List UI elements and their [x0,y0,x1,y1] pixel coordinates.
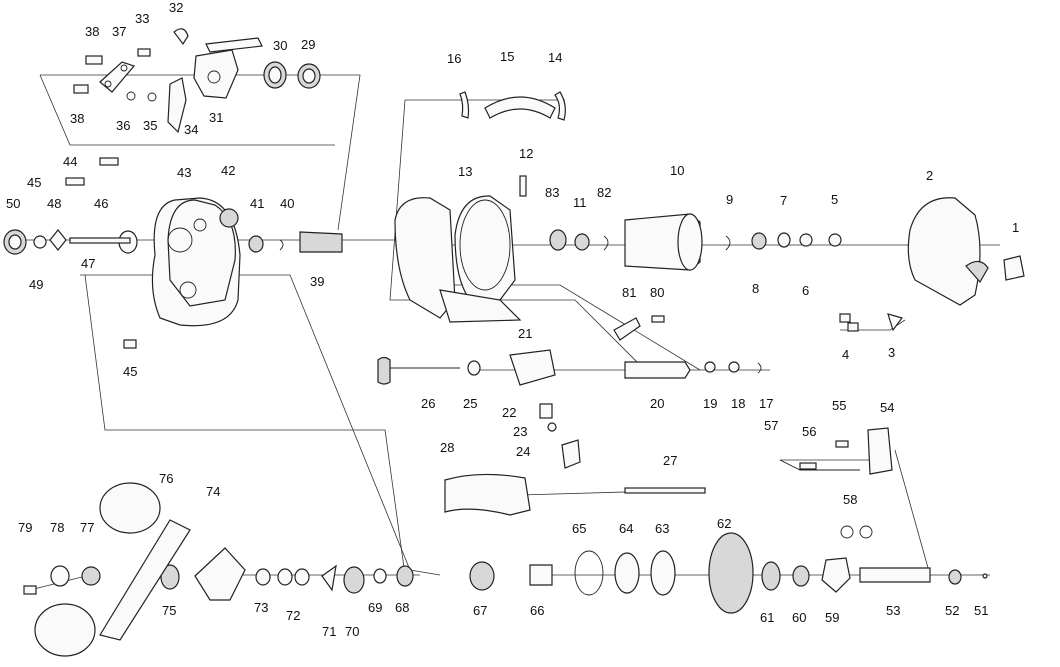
label-82: 82 [597,185,611,200]
label-55: 55 [832,398,846,413]
label-33: 33 [135,11,149,26]
label-79: 79 [18,520,32,535]
label-22: 22 [502,405,516,420]
label-20: 20 [650,396,664,411]
label-11: 11 [573,195,587,210]
label-74: 74 [206,484,220,499]
label-4: 4 [842,347,849,362]
frame-parts [394,91,566,323]
brake-assembly-parts [73,28,321,134]
label-17: 17 [759,396,773,411]
label-19: 19 [703,396,717,411]
label-1: 1 [1012,220,1019,235]
label-78: 78 [50,520,64,535]
label-29: 29 [301,37,315,52]
label-61: 61 [760,610,774,625]
label-51: 51 [974,603,988,618]
label-56: 56 [802,424,816,439]
label-77: 77 [80,520,94,535]
label-23: 23 [513,424,527,439]
label-44: 44 [63,154,77,169]
label-45b: 45 [123,364,137,379]
label-68: 68 [395,600,409,615]
part-labels: 1 2 3 4 5 6 7 8 9 10 11 12 13 14 15 16 1… [6,0,1019,639]
drive-parts [469,427,988,614]
spool-parts [519,175,1025,341]
label-83: 83 [545,185,559,200]
label-9: 9 [726,192,733,207]
label-27: 27 [663,453,677,468]
label-45: 45 [27,175,41,190]
label-38b: 38 [70,111,84,126]
label-34: 34 [184,122,198,137]
label-67: 67 [473,603,487,618]
label-69: 69 [368,600,382,615]
label-81: 81 [622,285,636,300]
label-10: 10 [670,163,684,178]
label-49: 49 [29,277,43,292]
label-28: 28 [440,440,454,455]
label-7: 7 [780,193,787,208]
label-31: 31 [209,110,223,125]
label-16: 16 [447,51,461,66]
label-38: 38 [85,24,99,39]
label-35: 35 [143,118,157,133]
label-48: 48 [47,196,61,211]
label-24: 24 [516,444,530,459]
label-59: 59 [825,610,839,625]
label-75: 75 [162,603,176,618]
label-30: 30 [273,38,287,53]
label-3: 3 [888,345,895,360]
label-63: 63 [655,521,669,536]
label-43: 43 [177,165,191,180]
label-18: 18 [731,396,745,411]
label-36: 36 [116,118,130,133]
label-39: 39 [310,274,324,289]
label-57: 57 [764,418,778,433]
side-plate-parts [3,157,343,349]
label-53: 53 [886,603,900,618]
label-26: 26 [421,396,435,411]
label-21: 21 [518,326,532,341]
handle-parts [23,482,414,657]
label-5: 5 [831,192,838,207]
label-65: 65 [572,521,586,536]
label-47: 47 [81,256,95,271]
level-wind-parts [377,349,762,516]
label-58: 58 [843,492,857,507]
label-72: 72 [286,608,300,623]
label-66: 66 [530,603,544,618]
label-60: 60 [792,610,806,625]
label-73: 73 [254,600,268,615]
label-50: 50 [6,196,20,211]
label-13: 13 [458,164,472,179]
label-76: 76 [159,471,173,486]
label-64: 64 [619,521,633,536]
label-2: 2 [926,168,933,183]
label-25: 25 [463,396,477,411]
label-62: 62 [717,516,731,531]
label-15: 15 [500,49,514,64]
label-80: 80 [650,285,664,300]
label-32: 32 [169,0,183,15]
label-40: 40 [280,196,294,211]
label-6: 6 [802,283,809,298]
label-71: 71 [322,624,336,639]
label-54: 54 [880,400,894,415]
label-70: 70 [345,624,359,639]
label-46: 46 [94,196,108,211]
label-42: 42 [221,163,235,178]
label-41: 41 [250,196,264,211]
label-14: 14 [548,50,562,65]
label-8: 8 [752,281,759,296]
label-52: 52 [945,603,959,618]
label-12: 12 [519,146,533,161]
label-37: 37 [112,24,126,39]
